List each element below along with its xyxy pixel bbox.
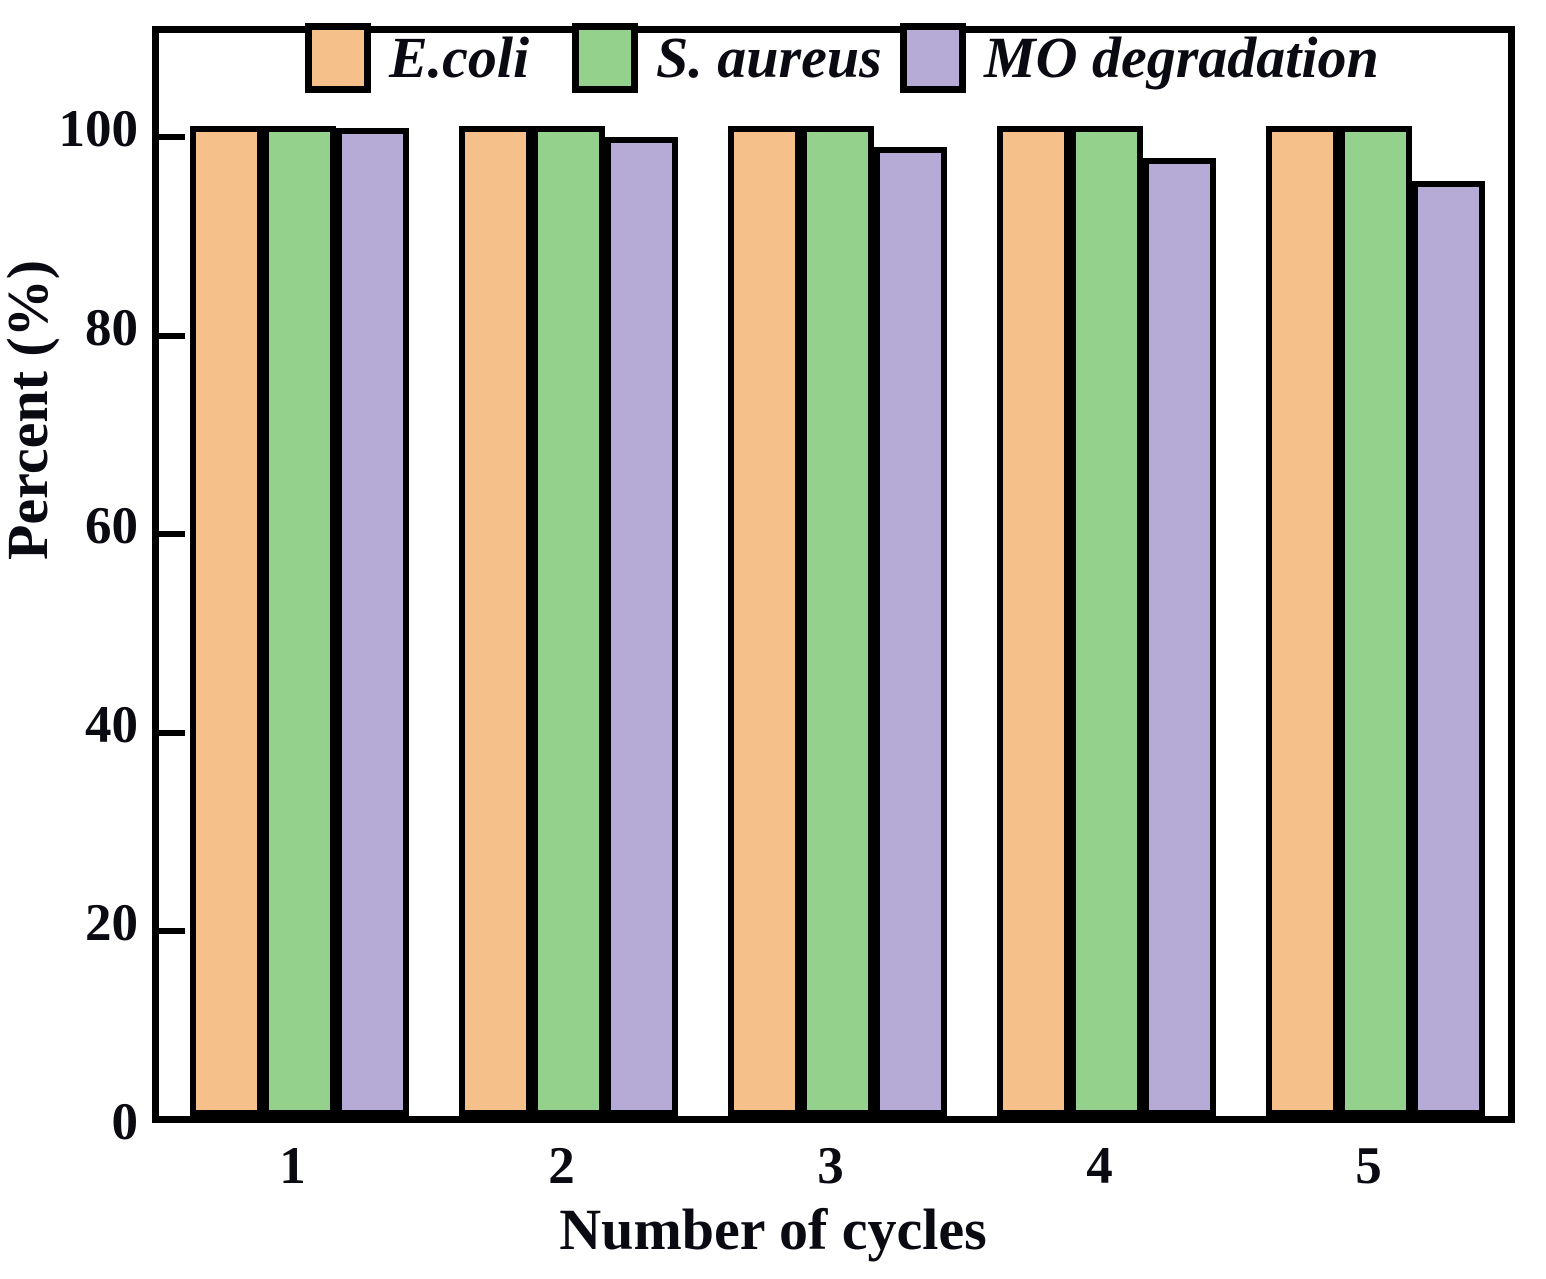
bar-mo-degradation-cycle-1 xyxy=(336,128,409,1116)
bar-mo-degradation-cycle-4 xyxy=(1143,157,1216,1116)
y-axis-tick xyxy=(159,531,185,538)
legend-item-e-coli[interactable]: E.coli xyxy=(305,12,529,104)
y-axis-tick xyxy=(159,729,185,736)
bar-mo-degradation-cycle-3 xyxy=(874,146,947,1116)
y-axis-tick xyxy=(159,928,185,935)
legend-label: E.coli xyxy=(389,25,530,90)
y-axis-tick-label: 60 xyxy=(85,497,138,556)
x-axis-tick-label: 5 xyxy=(1355,1137,1382,1195)
legend-label: MO degradation xyxy=(984,25,1379,90)
legend-item-s-aureus[interactable]: S. aureus xyxy=(572,12,882,104)
bar-s-aureus-cycle-4 xyxy=(1070,126,1143,1116)
legend-label: S. aureus xyxy=(656,25,882,90)
bar-e-coli-cycle-4 xyxy=(997,126,1070,1116)
y-axis-tick xyxy=(159,332,185,339)
bar-s-aureus-cycle-3 xyxy=(801,126,874,1116)
chart-legend: E.coli S. aureus MO degradation xyxy=(0,12,1546,104)
legend-swatch-icon xyxy=(305,23,371,93)
legend-swatch-icon xyxy=(572,23,638,93)
y-axis-tick-label: 0 xyxy=(111,1093,139,1151)
bar-e-coli-cycle-2 xyxy=(459,126,532,1116)
bar-s-aureus-cycle-1 xyxy=(263,126,336,1116)
y-axis-tick-label: 80 xyxy=(85,298,138,357)
legend-item-mo-degradation[interactable]: MO degradation xyxy=(900,12,1379,104)
bar-e-coli-cycle-5 xyxy=(1266,126,1339,1116)
plot-area xyxy=(152,26,1515,1123)
plot-inner xyxy=(159,33,1508,1116)
bar-s-aureus-cycle-2 xyxy=(532,126,605,1116)
x-axis-title: Number of cycles xyxy=(559,1197,987,1262)
x-axis-tick-label: 2 xyxy=(548,1137,575,1195)
x-axis-tick-label: 1 xyxy=(279,1137,306,1195)
y-axis-tick-label: 100 xyxy=(58,100,139,158)
bar-s-aureus-cycle-5 xyxy=(1339,126,1412,1116)
legend-swatch-icon xyxy=(900,23,966,93)
x-axis-tick-label: 4 xyxy=(1086,1137,1113,1195)
y-axis-tick-label: 40 xyxy=(85,695,138,754)
bar-mo-degradation-cycle-5 xyxy=(1412,180,1485,1116)
y-axis-tick-label: 20 xyxy=(85,894,138,953)
x-axis-tick-label: 3 xyxy=(817,1137,844,1195)
bar-mo-degradation-cycle-2 xyxy=(605,136,678,1116)
bar-e-coli-cycle-1 xyxy=(190,126,263,1116)
y-axis-tick xyxy=(159,134,185,140)
bar-e-coli-cycle-3 xyxy=(728,126,801,1116)
